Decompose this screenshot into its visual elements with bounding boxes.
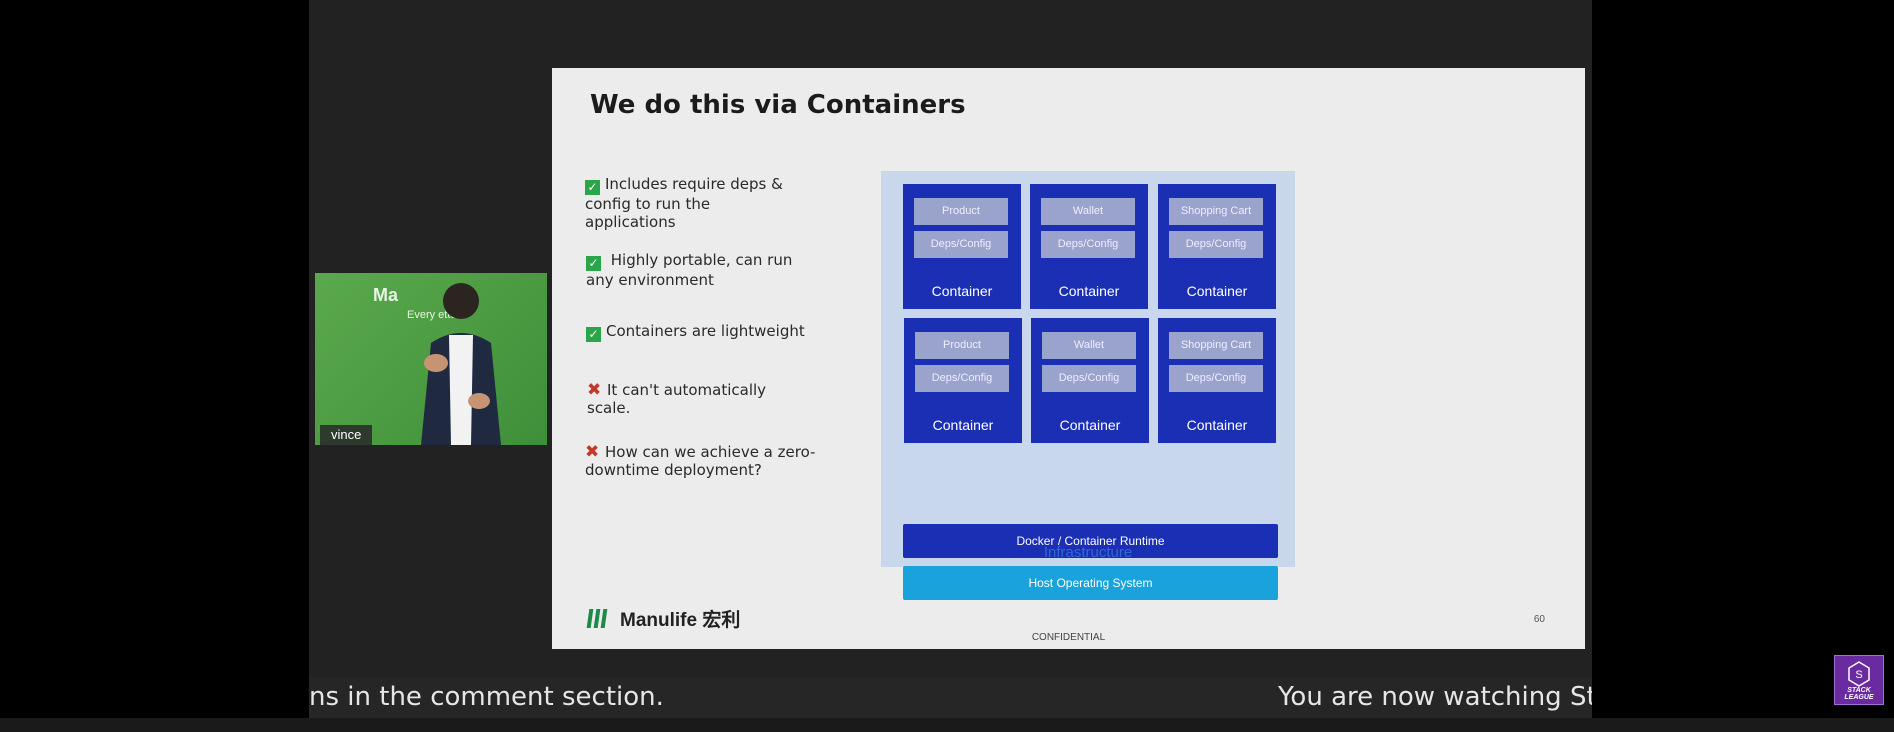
- bullet-point: ✓Includes require deps &config to run th…: [585, 175, 783, 231]
- speaker-figure: [421, 283, 501, 445]
- ticker-text-left: ns in the comment section.: [309, 682, 664, 712]
- camera-backdrop-logo: Ma: [373, 285, 399, 305]
- app-pill: Wallet: [1042, 332, 1136, 359]
- ticker-text-right: You are now watching Sta: [1278, 682, 1592, 712]
- deps-pill: Deps/Config: [1169, 231, 1263, 258]
- container-box: Wallet Deps/Config Container: [1030, 184, 1148, 309]
- bullet-point: ✖How can we achieve a zero-downtime depl…: [585, 442, 816, 479]
- bullet-point: ✓Containers are lightweight: [586, 322, 805, 342]
- participant-video-tile[interactable]: Ma Every etter vince: [315, 273, 547, 445]
- container-label: Container: [932, 417, 994, 433]
- stack-league-logo-icon: S: [1848, 661, 1870, 687]
- participant-name-label: vince: [320, 425, 373, 445]
- container-runtime-bar: Docker / Container Runtime: [903, 524, 1278, 558]
- checkmark-icon: ✓: [586, 327, 601, 342]
- container-box: Shopping Cart Deps/Config Container: [1158, 184, 1276, 309]
- cross-icon: ✖: [585, 442, 600, 462]
- container-label: Container: [1058, 283, 1120, 299]
- deps-pill: Deps/Config: [914, 231, 1008, 258]
- container-label: Container: [1186, 417, 1248, 433]
- infrastructure-diagram: Product Deps/Config Container Wallet Dep…: [881, 171, 1295, 600]
- app-pill: Wallet: [1041, 198, 1135, 225]
- host-os-bar: Host Operating System: [903, 566, 1278, 600]
- checkmark-icon: ✓: [585, 180, 600, 195]
- app-pill: Shopping Cart: [1169, 198, 1263, 225]
- manulife-logo: Manulife 宏利: [586, 605, 741, 632]
- svg-text:S: S: [1855, 669, 1862, 681]
- deps-pill: Deps/Config: [1169, 365, 1263, 392]
- deps-pill: Deps/Config: [1042, 365, 1136, 392]
- deps-pill: Deps/Config: [915, 365, 1009, 392]
- logo-text: Manulife 宏利: [620, 610, 741, 631]
- container-box: Wallet Deps/Config Container: [1031, 318, 1149, 443]
- container-box: Product Deps/Config Container: [904, 318, 1022, 443]
- badge-text: STACK LEAGUE: [1844, 687, 1874, 701]
- cross-icon: ✖: [587, 380, 602, 400]
- container-label: Container: [1186, 283, 1248, 299]
- container-label: Container: [1059, 417, 1121, 433]
- deps-pill: Deps/Config: [1041, 231, 1135, 258]
- container-box: Product Deps/Config Container: [903, 184, 1021, 309]
- slide-page-number: 60: [1533, 614, 1545, 625]
- app-pill: Product: [914, 198, 1008, 225]
- presentation-slide: We do this via Containers ✓Includes requ…: [552, 68, 1585, 649]
- container-label: Container: [931, 283, 993, 299]
- infrastructure-label: Infrastructure: [1043, 544, 1133, 561]
- manulife-logo-icon: [586, 609, 608, 628]
- stack-league-badge[interactable]: S STACK LEAGUE: [1834, 655, 1884, 705]
- scrolling-ticker: ns in the comment section. You are now w…: [309, 677, 1592, 718]
- bottom-strip: [0, 718, 1894, 732]
- checkmark-icon: ✓: [586, 256, 601, 271]
- app-pill: Shopping Cart: [1169, 332, 1263, 359]
- confidential-footer: CONFIDENTIAL: [1031, 632, 1106, 643]
- app-pill: Product: [915, 332, 1009, 359]
- slide-title: We do this via Containers: [590, 90, 966, 120]
- container-box: Shopping Cart Deps/Config Container: [1158, 318, 1276, 443]
